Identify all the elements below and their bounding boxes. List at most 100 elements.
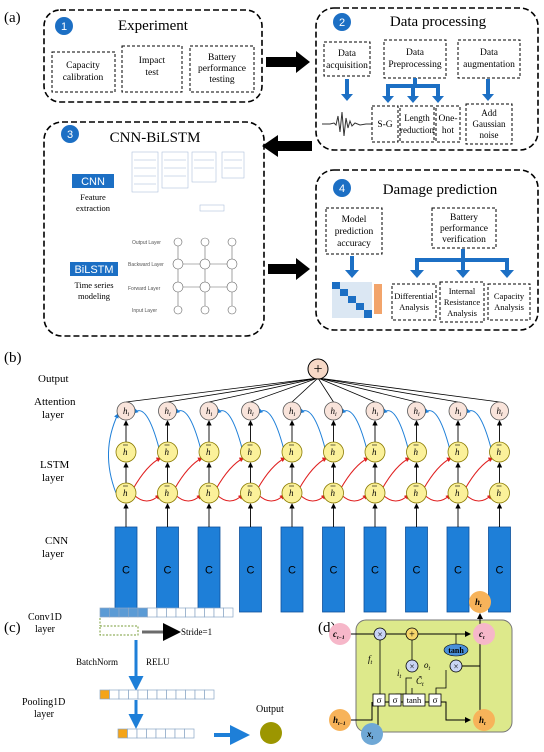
backward-lstm-node	[406, 441, 427, 463]
h-next-node	[473, 709, 495, 731]
forget-multiply-symbol: ×	[377, 630, 382, 640]
forget-multiply-node	[373, 627, 387, 641]
attention-node-label: hi	[331, 406, 338, 418]
sequence-cell	[213, 607, 224, 618]
attention-to-output-line	[291, 377, 319, 403]
capacity-analysis-line2: Analysis	[494, 302, 524, 312]
cnn-cell-label: C	[205, 565, 213, 577]
input-multiply-node	[405, 659, 419, 673]
model-accuracy-line1: Model	[342, 215, 367, 225]
onehot-line2: hot	[442, 126, 455, 136]
sequence-cell	[118, 607, 129, 618]
sequence-cell	[165, 728, 176, 739]
pooling-label-1: Pooling1D	[22, 697, 65, 708]
attention-node-label: hi	[372, 406, 379, 418]
forward-node-label: h	[206, 488, 211, 498]
backward-lstm-node	[364, 441, 386, 463]
preprocessing-line2: Preprocessing	[388, 60, 442, 70]
backward-recurrent-arrow	[382, 408, 409, 451]
attention-node-subscript: i	[252, 412, 254, 418]
x-input-node	[361, 723, 383, 745]
backward-recurrent-arrow	[216, 408, 243, 451]
output-gate-label: ot	[424, 660, 431, 672]
sequence-cell	[194, 607, 205, 618]
attention-node-subscript: i	[294, 412, 296, 418]
forward-state-arrow	[133, 494, 161, 502]
attention-node	[448, 401, 468, 421]
forward-state-arrow	[216, 494, 244, 502]
forward-lstm-node	[198, 482, 220, 504]
step-3-number: 3	[67, 129, 73, 141]
gaussian-line1: Add	[481, 108, 497, 118]
battery-testing-line2: performance	[198, 63, 246, 74]
conv-feature-sequence	[99, 689, 215, 700]
forward-recurrent-arrow	[464, 457, 494, 490]
backward-node-label: h	[372, 447, 377, 457]
forward-node-label: h	[248, 488, 253, 498]
attention-node-subscript: i	[335, 412, 337, 418]
conv1d-label-1: Conv1D	[28, 612, 62, 623]
differential-line2: Analysis	[399, 302, 429, 312]
preprocessing-fork	[382, 78, 444, 103]
h-prev-label: ht−1	[333, 715, 346, 727]
sequence-cell	[174, 728, 185, 739]
tanh-output-node	[443, 643, 469, 657]
c-next-node	[473, 623, 495, 645]
attention-node	[365, 401, 385, 421]
attention-node-label: hi	[165, 406, 172, 418]
sequence-cell	[156, 607, 167, 618]
cnn-caption-line2: extraction	[76, 203, 111, 213]
sequence-cell	[118, 689, 129, 700]
forward-node-label: h	[455, 488, 460, 498]
sequence-cell	[128, 689, 139, 700]
attention-node-label: hi	[206, 406, 213, 418]
c-prev-node	[329, 623, 351, 645]
backward-recurrent-arrow	[340, 408, 368, 451]
x-input-label: xt	[366, 729, 374, 741]
data-processing-box: 2 Data processing Data acquisition Data …	[315, 7, 539, 151]
forward-recurrent-arrow	[340, 457, 369, 490]
attention-node-label: hi	[123, 406, 130, 418]
backward-lstm-node	[157, 441, 178, 463]
acquisition-line1: Data	[338, 49, 357, 59]
backward-node-label: h	[331, 447, 336, 457]
sequence-cell	[136, 728, 147, 739]
battery-verification-line3: verification	[442, 234, 486, 245]
cnn-caption-line1: Feature	[80, 192, 106, 202]
attention-node-label: hi	[289, 406, 296, 418]
output-sum-symbol: +	[313, 361, 322, 378]
forward-state-arrow	[465, 494, 493, 502]
battery-testing-line3: testing	[209, 75, 235, 85]
bilstm-caption-line1: Time series	[74, 280, 113, 290]
backward-lstm-node	[240, 441, 261, 463]
differential-line1: Differential	[394, 291, 434, 301]
output-sum-node	[307, 358, 329, 380]
augmentation-line2: augmentation	[463, 60, 515, 70]
panel-label-c: (c)	[4, 620, 21, 636]
data-processing-title: Data processing	[390, 14, 487, 30]
lstm-row-backward: Backward Layer	[128, 262, 164, 268]
sequence-cell	[175, 607, 186, 618]
attention-node	[407, 401, 426, 421]
sequence-cell	[185, 607, 196, 618]
attention-to-output-line	[317, 377, 417, 403]
c-prev-label: ct−1	[333, 629, 345, 641]
attention-to-output-line	[167, 377, 319, 403]
sequence-cell	[194, 689, 205, 700]
h-top-node	[469, 591, 491, 613]
output-layer-label: Output	[38, 373, 69, 385]
forward-node-label: h	[372, 488, 377, 498]
attention-node-subscript: i	[211, 412, 213, 418]
cnn-layer-label-1: CNN	[45, 535, 68, 547]
panel-label-b: (b)	[4, 350, 22, 366]
attention-node	[158, 401, 177, 421]
battery-verification-line2: performance	[440, 223, 488, 234]
forward-recurrent-arrow	[298, 457, 328, 490]
forward-state-arrow	[424, 494, 451, 502]
attention-node-symbol: h	[165, 406, 170, 416]
lstm-row-forward: Forward Layer	[128, 286, 161, 292]
backward-recurrent-arrow	[423, 408, 451, 451]
sequence-cell	[166, 607, 177, 618]
forget-gate-label: ft	[368, 654, 373, 666]
